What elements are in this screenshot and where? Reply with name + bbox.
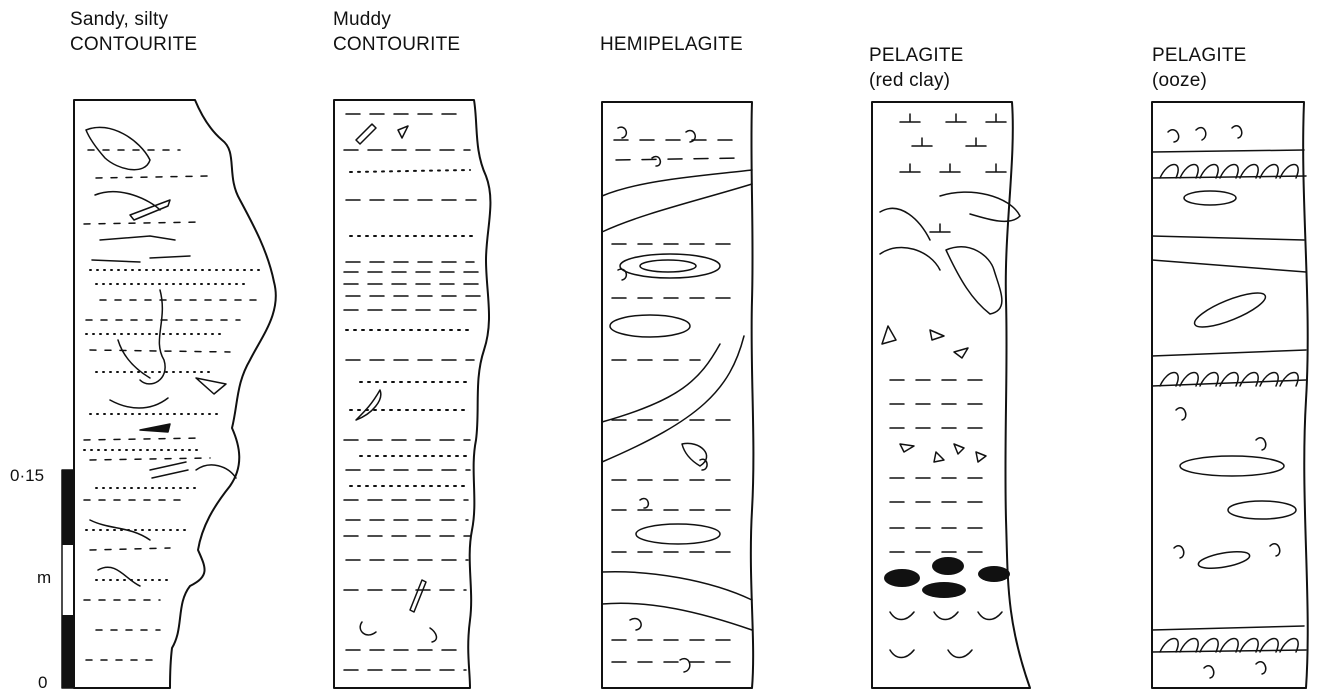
column-muddy-contourite xyxy=(334,100,490,688)
scale-bar xyxy=(62,470,74,688)
column-pelagite-ooze xyxy=(1152,102,1308,688)
column-sandy-silty-contourite xyxy=(74,100,276,688)
column-hemipelagite xyxy=(602,102,753,688)
column-pelagite-red-clay xyxy=(872,102,1030,688)
